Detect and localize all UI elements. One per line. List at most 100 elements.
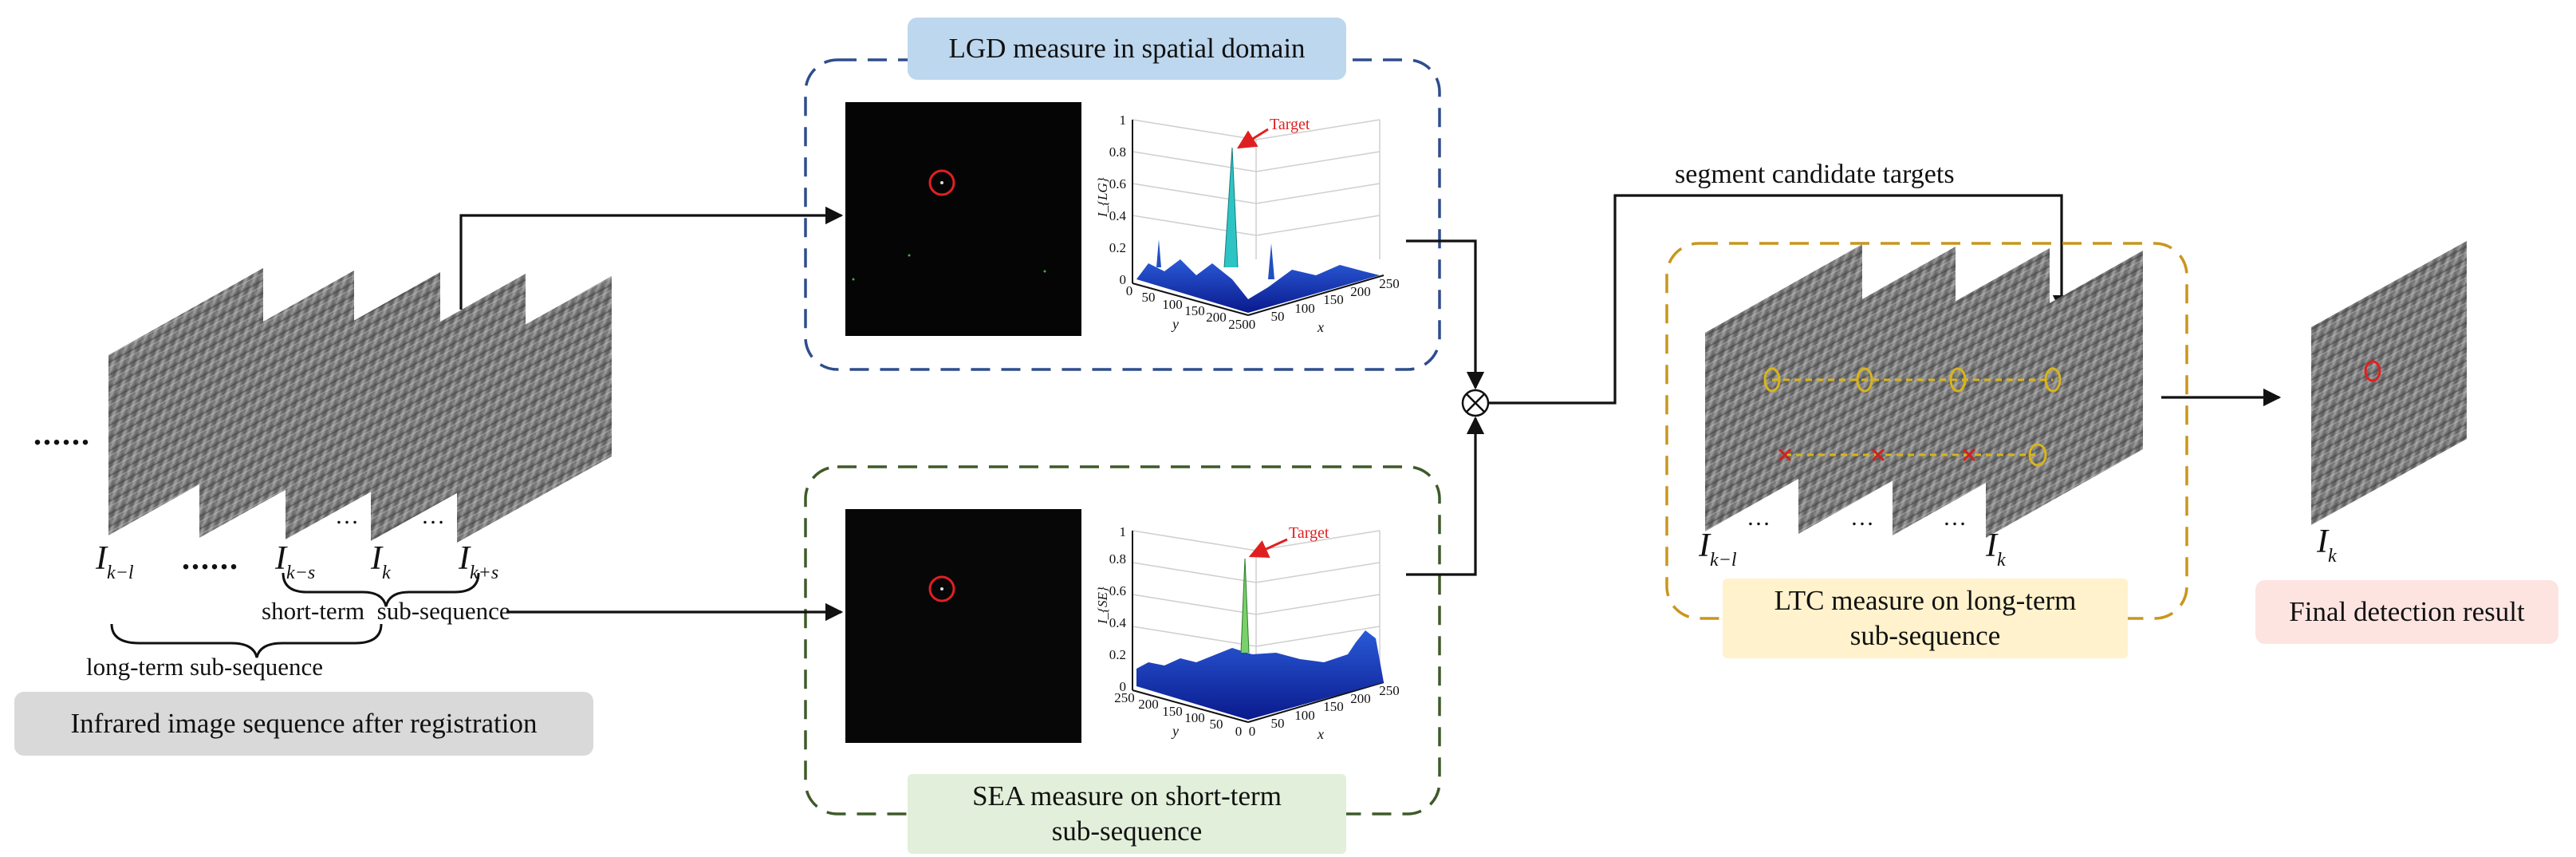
x-tick: 50 [1271,309,1285,324]
lgd-x-ticks: 0 50 100 150 200 250 [1249,276,1400,332]
lgd-noise-dot [852,278,855,281]
stack-dots: … [421,503,445,529]
sea-y-ticks: 250 200 150 100 50 0 [1114,690,1242,739]
subscript: k−l [1710,550,1737,571]
subscript: k+s [470,563,499,583]
sea-target-peak [1240,558,1250,654]
final-label-box: Final detection result [2255,580,2558,644]
arrow-lgd-to-multiply [1406,239,1485,390]
z-tick: 0.4 [1109,615,1127,630]
ltc-dots: … [1850,504,1874,531]
sea-surface [1136,630,1384,720]
lgd-y-ticks: 0 50 100 150 200 250 [1126,283,1249,332]
sea-saliency-map [845,509,1081,743]
symbol-ltc-i-k: Ik [1986,527,2006,571]
symbol-ltc-i-k-minus-l: Ik−l [1699,527,1737,571]
y-tick: 100 [1162,297,1183,312]
z-tick: 0.4 [1109,208,1127,223]
ltc-target-ellipse [1949,367,1967,393]
mid-ellipsis: ...... [182,540,239,576]
z-tick: 0.8 [1109,144,1126,160]
sea-z-label: I_{SE} [1095,586,1110,625]
arrow-to-lgd [459,206,844,310]
clutter-x [1778,448,1792,462]
subscript: k−l [107,563,134,583]
sea-x-label: x [1317,726,1324,742]
long-term-label: long-term sub-sequence [86,653,323,681]
i-symbol: I [96,540,107,577]
clutter-x [1962,448,1976,462]
z-tick: 0.6 [1109,176,1126,192]
z-tick: 0.6 [1109,583,1126,598]
frame-k-plus-s [457,276,612,543]
sea-dashed-box [804,465,1441,816]
ltc-frame [1986,251,2143,538]
x-tick: 200 [1350,691,1371,706]
symbol-i-k: Ik [371,539,391,584]
final-label: Final detection result [2289,596,2525,628]
i-symbol: I [2317,523,2328,560]
z-tick: 0.8 [1109,551,1126,567]
i-symbol: I [371,540,382,577]
z-tick: 0 [1120,679,1127,694]
y-tick: 200 [1206,310,1227,325]
long-term-brace [110,623,383,658]
arrow-sea-to-multiply [1406,416,1485,576]
subscript: k [2328,546,2337,567]
sea-target-arrow [1248,538,1288,558]
short-term-label: short-term sub-sequence [262,597,510,625]
ltc-clutter-marks [1778,448,1976,462]
sea-label-box: SEA measure on short-term sub-sequence [908,774,1346,854]
lgd-z-label: I_{LG} [1095,177,1110,218]
y-tick: 100 [1184,710,1205,725]
arrow-segment [1488,194,2071,405]
x-tick: 150 [1323,699,1344,714]
y-tick: 50 [1142,290,1156,305]
lgd-minor-peak [1156,239,1161,267]
flow-arrows [459,194,2282,622]
ltc-target-ellipse [2044,367,2062,393]
lgd-target-label: Target [1270,116,1310,133]
final-frame [2311,241,2467,525]
x-tick: 250 [1379,683,1400,698]
y-tick: 250 [1114,690,1135,705]
ltc-label-box: LTC measure on long-term sub-sequence [1723,579,2128,658]
z-tick: 0.2 [1109,647,1126,662]
lgd-y-label: y [1171,316,1179,332]
input-label: Infrared image sequence after registrati… [70,708,538,740]
y-tick: 150 [1184,303,1205,318]
sea-y-label: y [1171,723,1179,739]
x-tick: 50 [1271,716,1285,731]
i-symbol: I [459,540,470,577]
lgd-minor-peak [1268,243,1274,279]
y-tick: 150 [1162,704,1183,719]
sea-z-ticks: 0 0.2 0.4 0.6 0.8 1 [1109,524,1127,694]
clutter-x [1871,448,1885,462]
sea-target-circle [928,575,955,602]
x-tick: 250 [1379,276,1400,291]
segment-label: segment candidate targets [1675,160,1955,189]
subscript: k−s [286,563,316,583]
i-symbol: I [1986,527,1997,564]
left-ellipsis: ...... [33,416,91,452]
y-tick: 50 [1210,717,1223,732]
lgd-x-label: x [1317,319,1324,335]
sea-3d-plot: Target 0 0.2 0.4 0.6 0.8 1 I_{SE} 250 20… [1095,524,1400,742]
z-tick: 0 [1120,272,1127,287]
lgd-target-circle [928,169,955,196]
subscript: k [1997,550,2006,571]
sea-x-ticks: 0 50 100 150 200 250 [1249,683,1400,739]
y-tick: 200 [1138,697,1159,712]
symbol-i-k-minus-l: Ik−l [96,539,134,584]
ltc-dots: … [1747,504,1771,531]
symbol-i-k-minus-s: Ik−s [275,539,315,584]
subscript: k [382,563,391,583]
short-term-brace [282,572,480,607]
z-tick: 0.2 [1109,240,1126,255]
ltc-dots: … [1943,504,1967,531]
ltc-clutter-ellipse [2028,443,2047,467]
sea-target-dot [940,587,943,590]
sea-label: SEA measure on short-term sub-sequence [972,780,1282,847]
ltc-target-ellipse [1763,367,1781,393]
y-tick: 0 [1126,283,1133,298]
